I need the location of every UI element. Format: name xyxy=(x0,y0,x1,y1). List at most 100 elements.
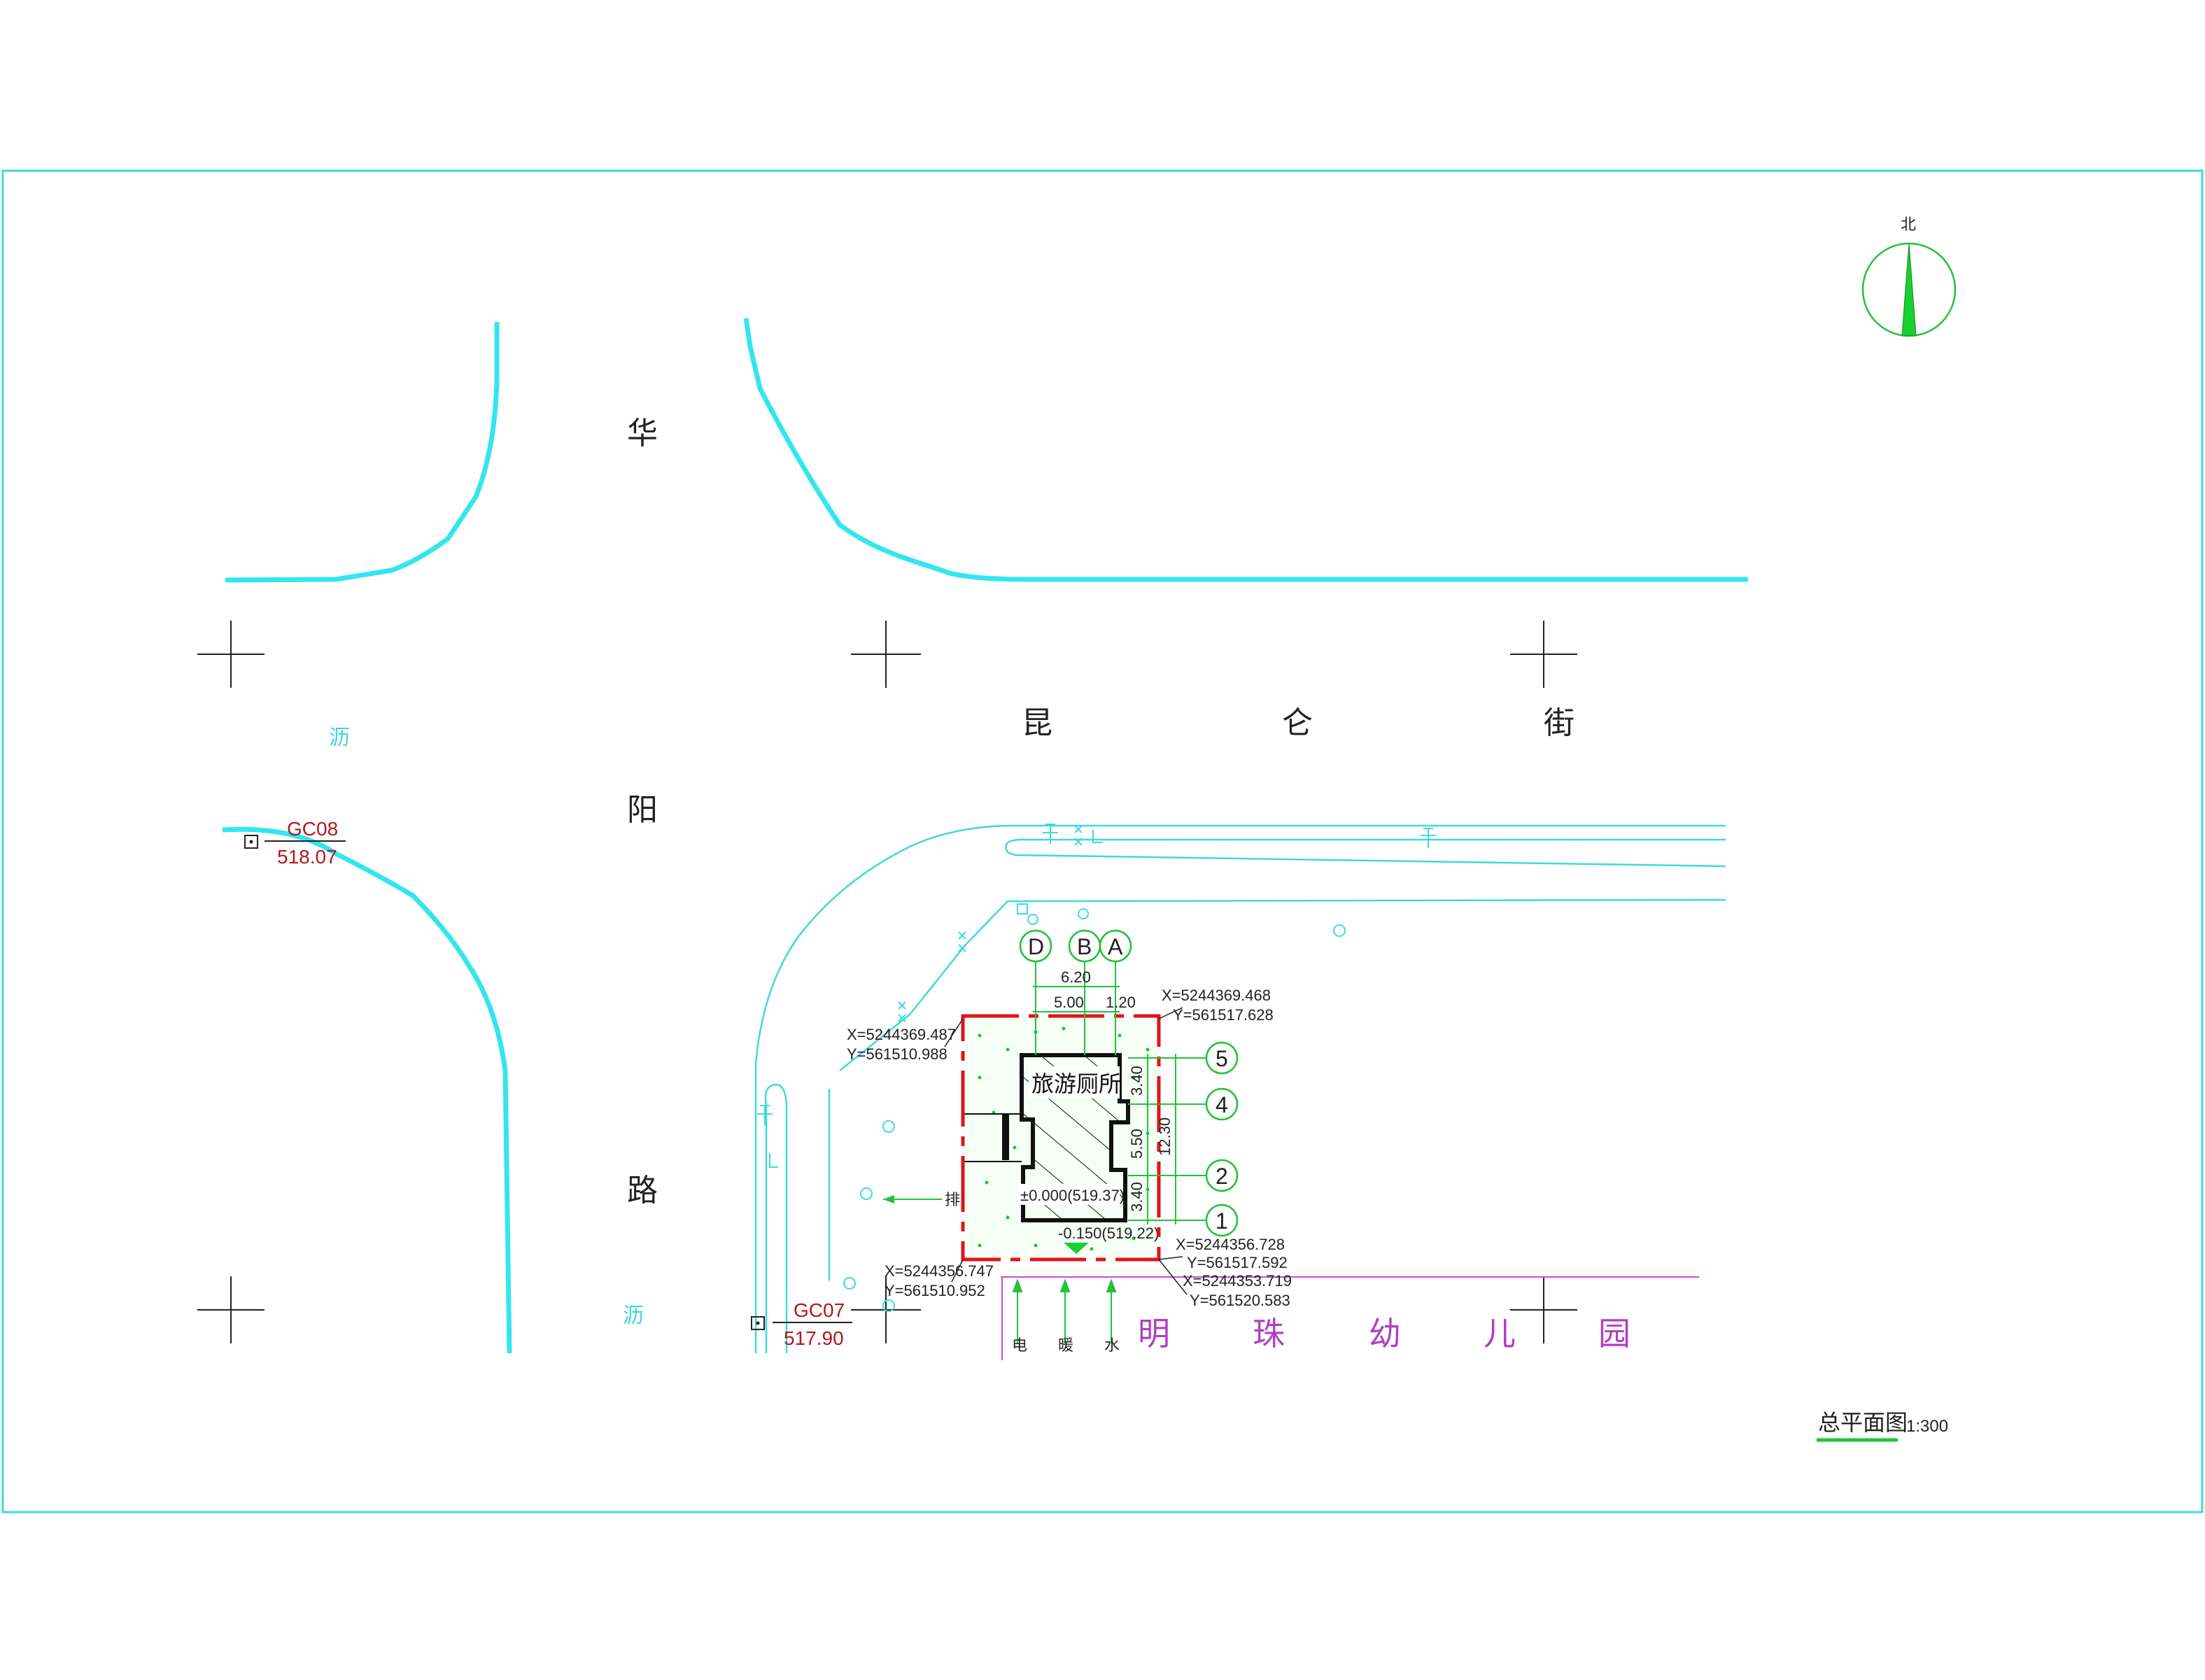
kindergarten-char-4: 儿 xyxy=(1484,1315,1516,1353)
sign-symbol xyxy=(769,1153,778,1168)
axis-label-5: 5 xyxy=(1216,1046,1228,1071)
kindergarten-char-5: 园 xyxy=(1598,1315,1630,1353)
coord-se2-x: X=5244353.719 xyxy=(1183,1272,1292,1290)
coord-ne-x: X=5244369.468 xyxy=(1162,987,1271,1004)
tree-symbol xyxy=(1043,824,1058,844)
grid-cross xyxy=(197,1276,265,1343)
road-huayang-char-1: 华 xyxy=(627,416,658,451)
axis-label-2: 2 xyxy=(1216,1164,1228,1189)
road-kunlun-char-2: 仑 xyxy=(1282,705,1313,741)
axis-bubbles-right xyxy=(1205,1041,1239,1237)
coord-se-y: Y=561517.592 xyxy=(1187,1254,1288,1271)
coord-se2-y: Y=561520.583 xyxy=(1190,1292,1290,1309)
north-arrow: 北 xyxy=(1861,216,1957,337)
kindergarten-char-1: 明 xyxy=(1138,1315,1170,1353)
north-label: 北 xyxy=(1901,216,1916,233)
outdoor-level: -0.150(519.22) xyxy=(1058,1224,1159,1242)
building-label-bg xyxy=(1029,1066,1120,1099)
hydrant-symbol xyxy=(1074,825,1083,846)
road-kunlun-char-3: 街 xyxy=(1544,705,1575,741)
axis-label-b: B xyxy=(1077,934,1092,959)
lamp-symbol xyxy=(843,1277,856,1290)
axis-label-1: 1 xyxy=(1216,1208,1228,1234)
dim-1-20: 1.20 xyxy=(1106,994,1136,1011)
utility-arrows xyxy=(1012,1278,1117,1343)
floor-level: ±0.000(519.37) xyxy=(1020,1187,1125,1204)
kunlun-curb-outer xyxy=(754,824,1726,1353)
survey-marker-dot xyxy=(249,840,253,844)
survey-code: GC08 xyxy=(287,818,338,840)
asphalt-label-bottom: 沥 xyxy=(623,1304,644,1328)
lamp-symbol xyxy=(1027,914,1038,925)
dim-5-00: 5.00 xyxy=(1054,994,1084,1011)
lamp-symbol xyxy=(882,1299,895,1312)
survey-point-gc08: GC08 518.07 xyxy=(244,818,346,868)
drawing-scale: 1:300 xyxy=(1906,1417,1948,1436)
grid-cross xyxy=(197,621,265,688)
dim-3-40-bottom: 3.40 xyxy=(1128,1182,1146,1212)
road-huayang-char-3: 路 xyxy=(627,1173,658,1208)
kindergarten-char-3: 幼 xyxy=(1369,1315,1401,1353)
coord-nw-y: Y=561510.988 xyxy=(847,1045,947,1063)
survey-marker-dot xyxy=(756,1321,760,1325)
road-edge-sw xyxy=(222,826,512,1354)
huayang-sidewalk xyxy=(764,1083,788,1353)
drain-label: 排 xyxy=(945,1191,960,1208)
axis-label-d: D xyxy=(1028,934,1044,959)
dim-5-50: 5.50 xyxy=(1128,1129,1146,1159)
lamp-symbol xyxy=(882,1120,895,1133)
building-name: 旅游厕所 xyxy=(1031,1071,1121,1097)
kindergarten-boundary xyxy=(1001,1276,1699,1360)
utility-water: 水 xyxy=(1104,1336,1120,1354)
axis-label-a: A xyxy=(1108,934,1123,959)
axis-label-4: 4 xyxy=(1216,1092,1228,1117)
drawing-frame xyxy=(1,169,2204,1513)
survey-marker xyxy=(751,1316,765,1330)
lamp-symbol xyxy=(1078,908,1089,919)
utility-heating: 暖 xyxy=(1058,1336,1073,1354)
lamp-symbol xyxy=(1333,924,1346,937)
dimension-lines xyxy=(1033,961,1206,1224)
survey-marker xyxy=(244,835,258,849)
survey-point-gc07: GC07 517.90 xyxy=(751,1299,852,1349)
north-arrow-needle xyxy=(1901,243,1917,337)
dim-3-40-top: 3.40 xyxy=(1128,1066,1146,1096)
tree-symbol xyxy=(757,1105,773,1125)
floor-level-bg xyxy=(1019,1184,1120,1205)
drain-arrowhead xyxy=(883,1195,894,1203)
coord-sw-x: X=5244356.747 xyxy=(885,1262,994,1280)
coord-ne-y: Y=561517.628 xyxy=(1173,1006,1274,1024)
lamp-symbol xyxy=(860,1187,873,1200)
coord-se-x: X=5244356.728 xyxy=(1176,1236,1285,1253)
axis-bubbles-top xyxy=(1019,929,1132,963)
red-construction-line xyxy=(961,1014,1161,1262)
road-edge-nw xyxy=(225,322,500,583)
entry-step xyxy=(1002,1114,1009,1160)
hydrant-symbol xyxy=(898,1001,906,1022)
tree-symbol xyxy=(1421,828,1436,848)
sign-symbol xyxy=(1092,830,1103,843)
site-symbols xyxy=(757,824,1436,1312)
coord-nw-x: X=5244369.487 xyxy=(847,1026,956,1043)
drawing-title: 总平面图 xyxy=(1818,1409,1908,1436)
survey-elevation: 518.07 xyxy=(277,846,337,868)
utility-electric: 电 xyxy=(1012,1336,1027,1354)
survey-code: GC07 xyxy=(794,1299,845,1321)
road-kunlun-char-1: 昆 xyxy=(1022,705,1052,741)
site-green-dots xyxy=(978,1026,1150,1251)
asphalt-label-left: 沥 xyxy=(329,726,350,750)
dim-12-30: 12.30 xyxy=(1156,1117,1174,1156)
kunlun-sidewalk-inner xyxy=(1005,838,1726,868)
hydrant-symbol xyxy=(958,931,966,952)
grid-cross xyxy=(851,621,921,688)
coord-sw-y: Y=561510.952 xyxy=(885,1282,985,1299)
kindergarten-char-2: 珠 xyxy=(1253,1315,1285,1353)
coordinate-leaders xyxy=(944,1007,1188,1295)
entry-triangle xyxy=(1064,1243,1089,1254)
grid-cross xyxy=(1510,1276,1577,1343)
survey-elevation: 517.90 xyxy=(784,1327,844,1349)
road-edges xyxy=(222,318,1748,1354)
road-edge-ne xyxy=(743,318,1748,582)
dim-6-20: 6.20 xyxy=(1061,968,1091,986)
